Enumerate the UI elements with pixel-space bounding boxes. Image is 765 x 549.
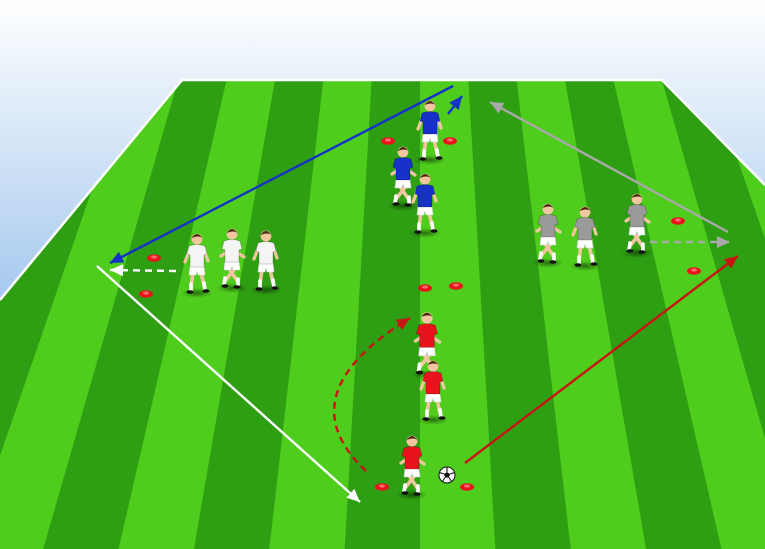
cone-icon — [460, 483, 474, 491]
player-shadow — [569, 261, 601, 271]
cone-icon — [375, 483, 389, 491]
cone-icon — [139, 290, 153, 298]
cone-icon — [687, 267, 701, 275]
ball-layer — [439, 467, 455, 483]
player-shadow — [250, 285, 282, 295]
player-shadow — [414, 155, 446, 165]
player-shadow — [621, 248, 653, 258]
player-shadow — [396, 490, 428, 500]
player-shadow — [532, 258, 564, 268]
player-shadow — [181, 288, 213, 298]
player-shadow — [216, 283, 248, 293]
player-shadow — [409, 228, 441, 238]
cone-icon — [671, 217, 685, 225]
cone-icon — [147, 254, 161, 262]
cone-icon — [418, 284, 432, 292]
cone-icon — [449, 282, 463, 290]
soccer-ball-icon — [439, 467, 455, 483]
cone-icon — [443, 137, 457, 145]
player-shadow — [417, 415, 449, 425]
cone-icon — [381, 137, 395, 145]
